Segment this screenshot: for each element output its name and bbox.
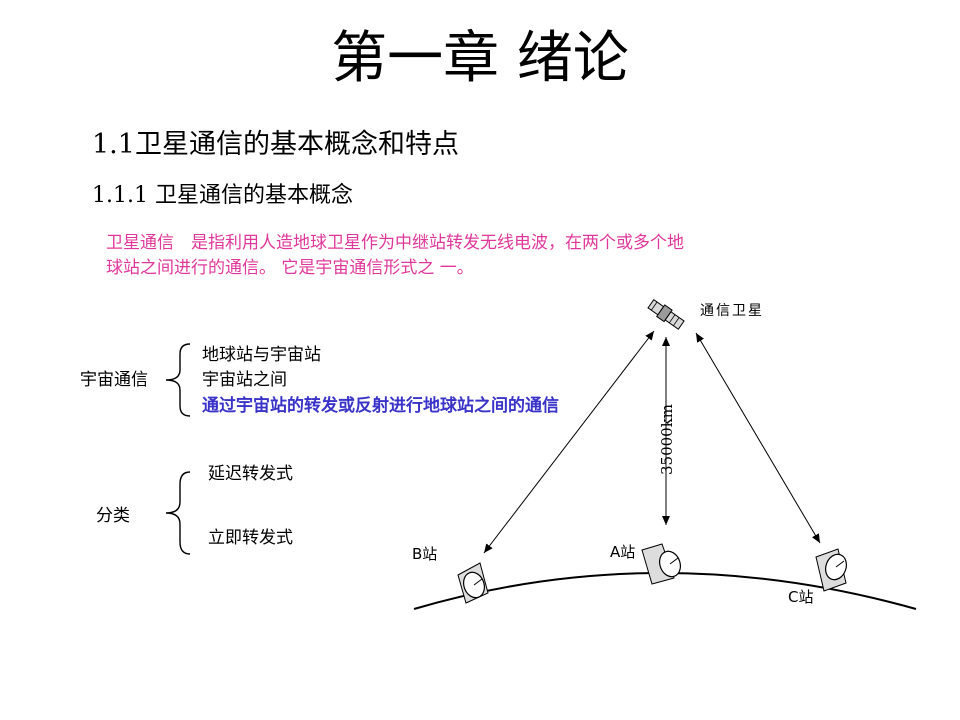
station-c-label: C站 bbox=[788, 588, 813, 606]
classification-item-1: 延迟转发式 bbox=[208, 462, 293, 486]
satellite-diagram: 通信卫星 35000km B站 A站 C站 bbox=[400, 285, 940, 630]
space-comm-brace bbox=[160, 342, 200, 418]
station-a-dish-icon bbox=[642, 544, 684, 584]
space-comm-label: 宇宙通信 bbox=[80, 368, 148, 392]
station-c-dish-icon bbox=[816, 549, 850, 591]
space-comm-item-1: 地球站与宇宙站 bbox=[202, 343, 321, 367]
station-b-label: B站 bbox=[412, 545, 437, 563]
classification-item-2: 立即转发式 bbox=[208, 526, 293, 550]
link-c bbox=[696, 333, 820, 543]
classification-label: 分类 bbox=[96, 504, 130, 528]
intro-line-2: 球站之间进行的通信。 它是宇宙通信形式之 一。 bbox=[106, 256, 474, 280]
satellite-icon bbox=[647, 298, 685, 331]
space-comm-item-2: 宇宙站之间 bbox=[202, 368, 287, 392]
station-a-label: A站 bbox=[610, 543, 635, 561]
satellite-label: 通信卫星 bbox=[700, 303, 764, 319]
link-b bbox=[484, 331, 654, 553]
subsection-heading: 1.1.1 卫星通信的基本概念 bbox=[92, 181, 353, 211]
classification-brace bbox=[160, 470, 200, 556]
distance-label: 35000km bbox=[658, 404, 676, 475]
chapter-title: 第一章 绪论 bbox=[0, 24, 960, 94]
intro-line-1: 卫星通信 是指利用人造地球卫星作为中继站转发无线电波，在两个或多个地 bbox=[106, 231, 684, 255]
section-heading: 1.1卫星通信的基本概念和特点 bbox=[92, 128, 459, 162]
